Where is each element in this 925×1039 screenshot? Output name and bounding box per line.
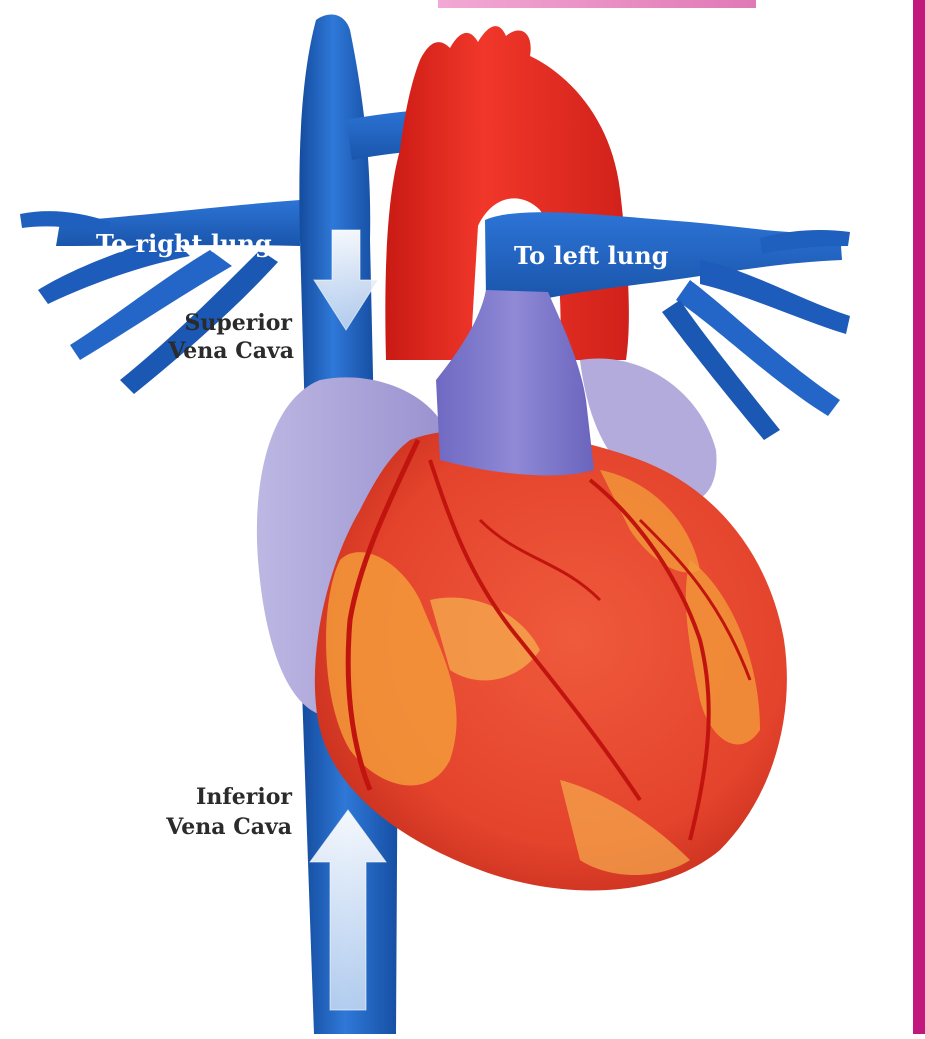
label-superior-line1: Superior — [185, 310, 293, 336]
label-inferior-line1: Inferior — [196, 784, 292, 810]
top-accent-strip — [438, 0, 756, 8]
label-to-left-lung: To left lung — [514, 241, 669, 270]
right-accent-border — [913, 0, 925, 1034]
label-superior-line2: Vena Cava — [167, 338, 294, 364]
label-to-right-lung: To right lung — [96, 229, 272, 258]
label-inferior-line2: Vena Cava — [165, 814, 292, 840]
